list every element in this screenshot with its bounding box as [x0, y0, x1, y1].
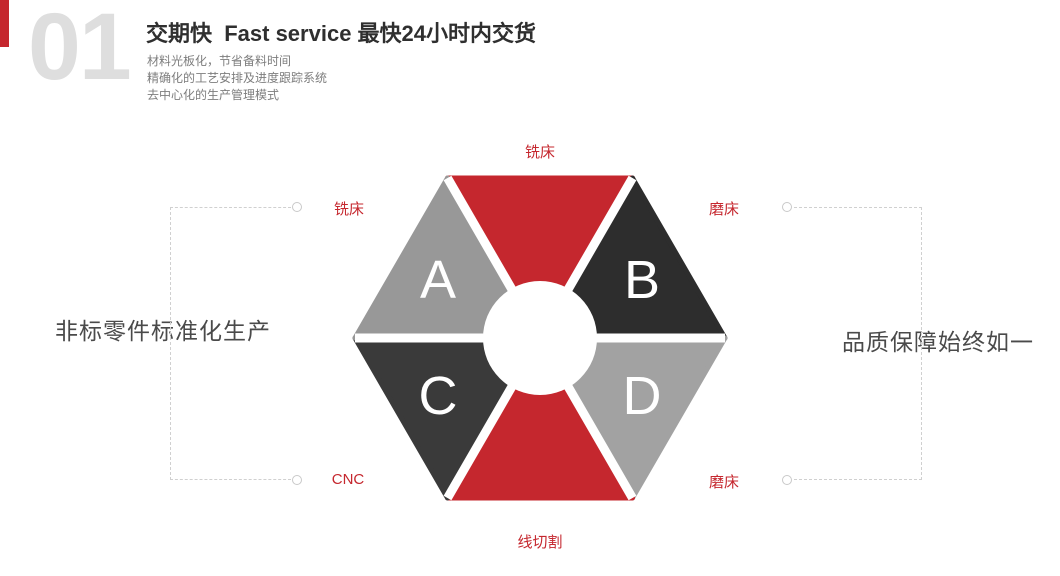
label-lower-left: CNC: [331, 471, 365, 488]
left-bracket-line: [170, 207, 291, 480]
label-bottom: 线切割: [517, 534, 563, 551]
label-upper-right: 磨床: [708, 201, 739, 218]
hexagon-diagram: A B C D: [352, 175, 728, 501]
label-upper-left: 铣床: [333, 201, 364, 218]
subtitle-lines: 材料光板化，节省备料时间 精确化的工艺安排及进度跟踪系统 去中心化的生产管理模式: [147, 53, 327, 104]
connector-dot: [782, 202, 792, 212]
connector-dot: [782, 475, 792, 485]
accent-bar: [0, 0, 9, 47]
label-lower-right: 磨床: [708, 474, 739, 491]
connector-dot: [292, 475, 302, 485]
triangle-letter-a: A: [420, 250, 456, 310]
triangle-letter-c: C: [419, 366, 458, 426]
page-title: 交期快 Fast service 最快24小时内交货: [146, 21, 537, 46]
triangle-letter-b: B: [624, 250, 660, 310]
label-top: 铣床: [524, 144, 555, 161]
triangle-letter-d: D: [623, 366, 662, 426]
subtitle-line: 去中心化的生产管理模式: [147, 88, 280, 102]
right-bracket-line: [794, 207, 922, 480]
connector-dot: [292, 202, 302, 212]
section-number: 01: [28, 0, 132, 100]
center-circle: [483, 281, 597, 395]
subtitle-line: 精确化的工艺安排及进度跟踪系统: [147, 71, 328, 85]
subtitle-line: 材料光板化，节省备料时间: [147, 54, 292, 68]
left-caption: 非标零件标准化生产: [55, 318, 271, 344]
right-caption: 品质保障始终如一: [842, 329, 1034, 355]
